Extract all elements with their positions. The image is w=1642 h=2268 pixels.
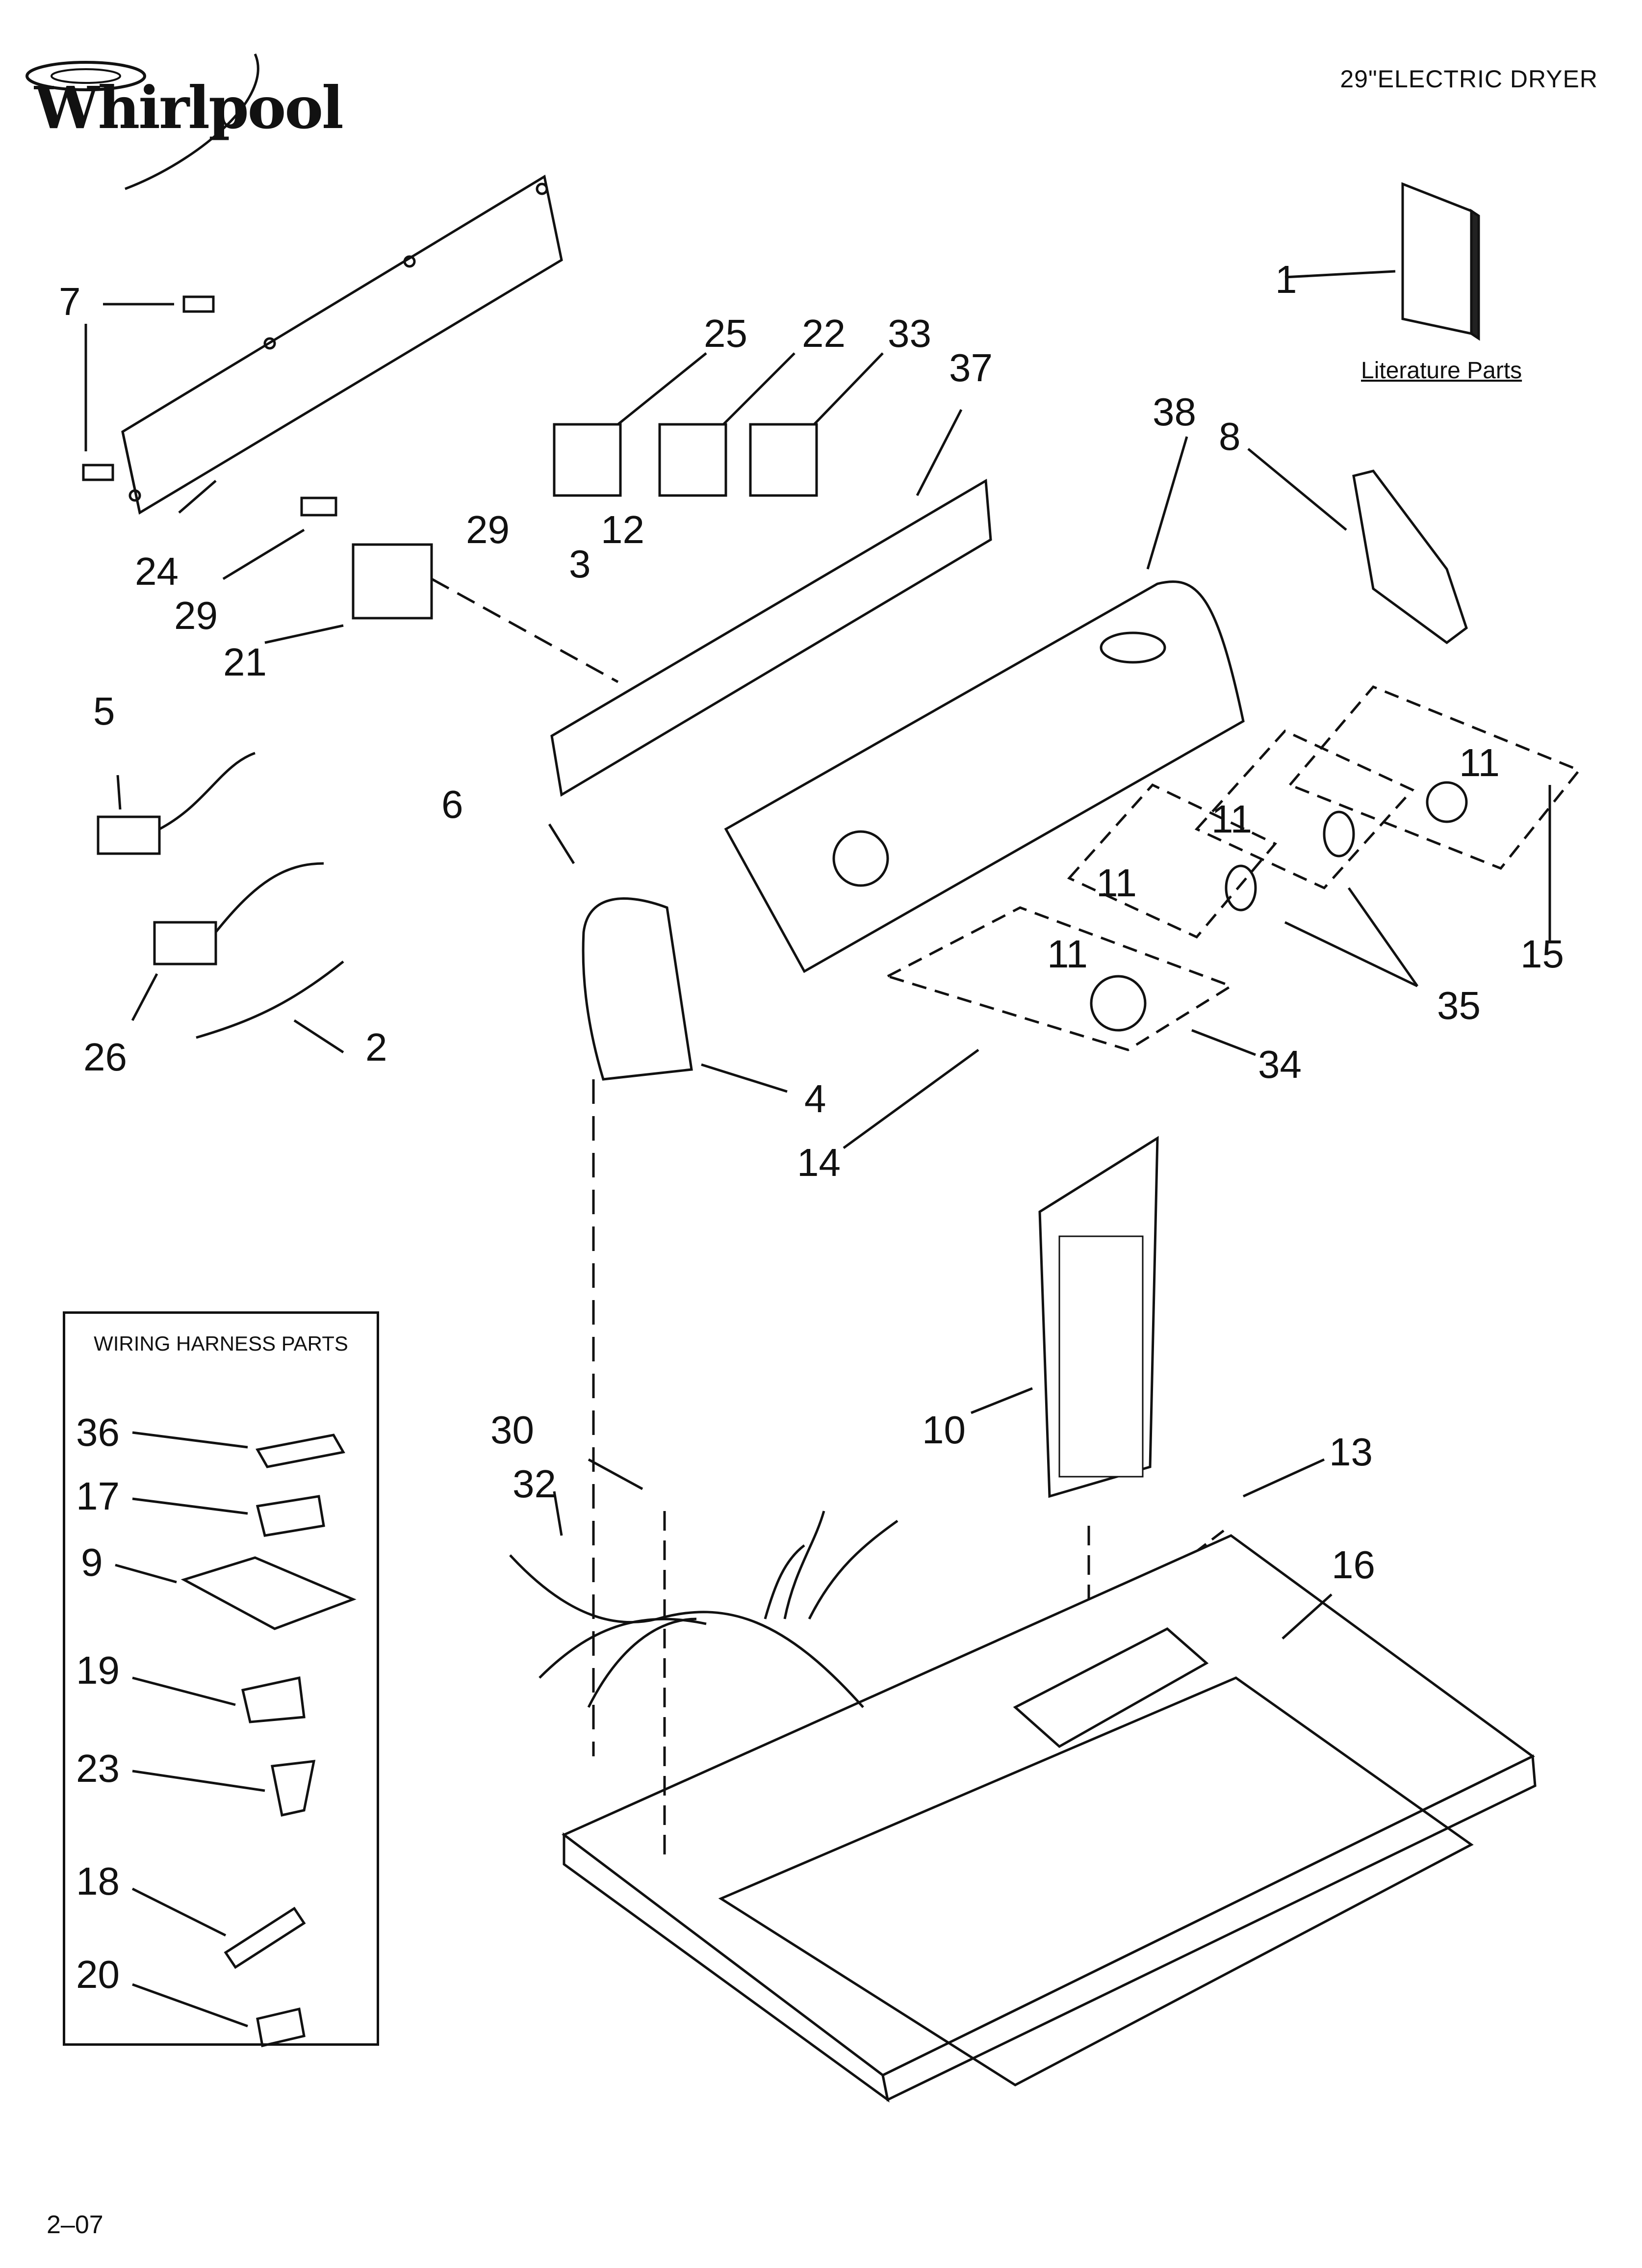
callout-25: 25 (704, 312, 747, 355)
callout-11-b: 11 (1211, 797, 1253, 841)
callout-13: 13 (1329, 1430, 1373, 1474)
callout-24: 24 (135, 549, 179, 593)
wiring-harness-title: WIRING HARNESS PARTS (94, 1332, 348, 1355)
callout-6: 6 (441, 782, 463, 826)
callout-30: 30 (490, 1408, 534, 1452)
revision-code: 2–07 (47, 2211, 103, 2239)
callout-15: 15 (1520, 932, 1564, 976)
literature-parts-label: Literature Parts (1361, 358, 1522, 384)
callout-14: 14 (797, 1141, 841, 1184)
callout-8: 8 (1219, 415, 1241, 458)
literature-book-icon (1284, 182, 1480, 341)
callout-4: 4 (804, 1077, 826, 1121)
callout-16: 16 (1332, 1543, 1375, 1587)
callout-29-left: 29 (174, 594, 218, 637)
callout-34: 34 (1258, 1043, 1302, 1086)
callout-29-mid: 29 (466, 508, 510, 551)
callout-5: 5 (93, 689, 115, 733)
callout-23: 23 (76, 1747, 120, 1790)
callout-32: 32 (513, 1462, 556, 1506)
callout-36: 36 (76, 1410, 120, 1454)
callout-11-c: 11 (1096, 861, 1137, 905)
callout-26: 26 (83, 1035, 127, 1079)
page-title: 29"ELECTRIC DRYER (1340, 65, 1598, 93)
callout-9: 9 (81, 1540, 103, 1584)
callout-18: 18 (76, 1859, 120, 1903)
callout-1: 1 (1275, 258, 1297, 301)
callout-38: 38 (1153, 390, 1196, 434)
whirlpool-logo-icon (26, 53, 259, 190)
callout-3: 3 (569, 542, 591, 586)
callout-20: 20 (76, 1953, 120, 1996)
wiring-harness-parts-box (63, 1311, 379, 2046)
callout-10: 10 (922, 1408, 966, 1452)
callout-22: 22 (802, 312, 846, 355)
callout-11-a: 11 (1459, 741, 1500, 784)
callout-21: 21 (223, 640, 267, 684)
brand-logo: Whirlpool (34, 74, 344, 142)
callout-33: 33 (888, 312, 931, 355)
callout-19: 19 (76, 1648, 120, 1692)
callout-7: 7 (59, 280, 81, 323)
callout-12: 12 (601, 508, 644, 551)
callout-37: 37 (949, 346, 993, 390)
callout-35: 35 (1437, 984, 1481, 1027)
callout-2: 2 (365, 1025, 387, 1069)
callout-17: 17 (76, 1474, 120, 1518)
callout-11-d: 11 (1047, 932, 1088, 976)
